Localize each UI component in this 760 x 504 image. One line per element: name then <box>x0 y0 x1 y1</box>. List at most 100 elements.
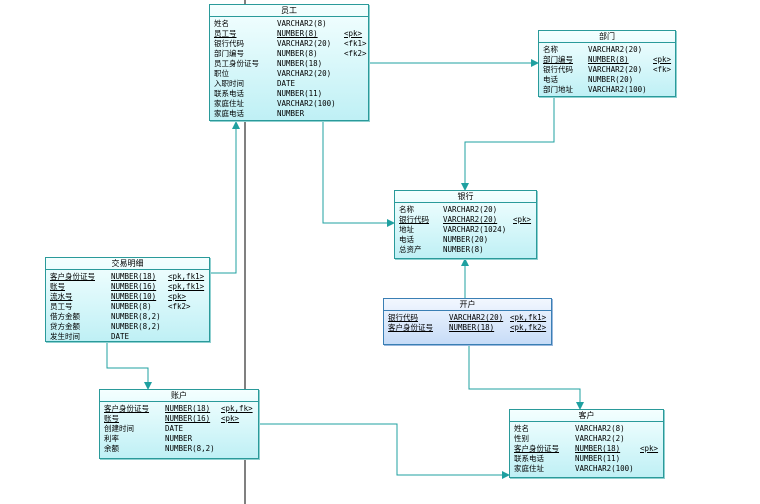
column-type: VARCHAR2(100) <box>588 85 647 94</box>
column-name: 联系电话 <box>514 454 544 463</box>
entity-title: 部门 <box>539 31 675 43</box>
column-type: VARCHAR2(8) <box>277 19 327 28</box>
column-type: VARCHAR2(20) <box>277 39 332 48</box>
rel-jiaoyi-yuangong[interactable] <box>210 121 240 274</box>
column-row: 职位 VARCHAR2(20) <box>214 69 365 79</box>
column-key: <pk> <box>221 414 240 423</box>
column-row: 电话 NUMBER(20) <box>399 235 533 245</box>
rel-yuangong-yinhang[interactable] <box>322 121 395 227</box>
column-name: 借方金额 <box>50 312 80 321</box>
column-key: <pk> <box>653 55 672 64</box>
column-name: 客户身份证号 <box>104 404 149 413</box>
column-type: NUMBER(20) <box>588 75 634 84</box>
column-key: <fk> <box>653 65 672 74</box>
column-name: 创建时间 <box>104 424 134 433</box>
column-name: 客户身份证号 <box>514 444 559 453</box>
column-row: 银行代码 VARCHAR2(20) <pk,fk1> <box>388 313 548 323</box>
column-name: 名称 <box>399 205 414 214</box>
column-name: 性别 <box>514 434 529 443</box>
rel-kaihu-kehu[interactable] <box>468 345 584 410</box>
column-name: 银行代码 <box>388 313 418 322</box>
column-name: 部门地址 <box>543 85 573 94</box>
column-name: 职位 <box>214 69 229 78</box>
rel-jiaoyi-zhanghu[interactable] <box>106 342 152 390</box>
column-type: NUMBER(20) <box>443 235 489 244</box>
column-name: 部门编号 <box>543 55 573 64</box>
column-row: 名称 VARCHAR2(20) <box>399 205 533 215</box>
column-type: NUMBER(11) <box>575 454 621 463</box>
column-name: 联系电话 <box>214 89 244 98</box>
column-type: NUMBER(8) <box>277 49 318 58</box>
column-name: 家庭住址 <box>514 464 544 473</box>
column-type: VARCHAR2(20) <box>443 215 498 224</box>
column-key: <pk> <box>513 215 532 224</box>
column-name: 账号 <box>50 282 65 291</box>
column-key: <pk> <box>168 292 187 301</box>
column-type: DATE <box>165 424 184 433</box>
column-key: <pk,fk2> <box>510 323 547 332</box>
column-name: 银行代码 <box>543 65 573 74</box>
column-type: VARCHAR2(8) <box>575 424 625 433</box>
column-name: 电话 <box>399 235 414 244</box>
column-type: VARCHAR2(1024) <box>443 225 507 234</box>
column-row: 部门地址 VARCHAR2(100) <box>543 85 672 95</box>
column-name: 流水号 <box>50 292 73 301</box>
column-type: NUMBER <box>165 434 193 443</box>
column-key: <fk1> <box>344 39 367 48</box>
column-type: VARCHAR2(20) <box>449 313 504 322</box>
rel-bumen-yinhang[interactable] <box>461 97 555 191</box>
column-row: 地址 VARCHAR2(1024) <box>399 225 533 235</box>
entity-title: 银行 <box>395 191 536 203</box>
column-type: NUMBER(18) <box>449 323 495 332</box>
column-key: <pk,fk1> <box>168 282 205 291</box>
column-name: 地址 <box>399 225 414 234</box>
column-name: 员工号 <box>214 29 237 38</box>
column-type: NUMBER(18) <box>111 272 157 281</box>
column-row: 流水号 NUMBER(10) <pk> <box>50 292 206 302</box>
column-type: NUMBER(10) <box>111 292 157 301</box>
rel-zhanghu-kehu[interactable] <box>259 423 510 479</box>
column-key: <pk> <box>344 29 363 38</box>
column-name: 利率 <box>104 434 119 443</box>
entity-title: 账户 <box>100 390 258 402</box>
column-key: <pk,fk1> <box>510 313 547 322</box>
column-name: 发生时间 <box>50 332 80 341</box>
column-type: VARCHAR2(100) <box>575 464 634 473</box>
column-type: NUMBER(8,2) <box>111 322 161 331</box>
column-name: 余额 <box>104 444 119 453</box>
column-type: VARCHAR2(20) <box>277 69 332 78</box>
column-type: VARCHAR2(20) <box>443 205 498 214</box>
entity-title: 交易明细 <box>46 258 209 270</box>
column-type: NUMBER(11) <box>277 89 323 98</box>
column-type: NUMBER(18) <box>277 59 323 68</box>
